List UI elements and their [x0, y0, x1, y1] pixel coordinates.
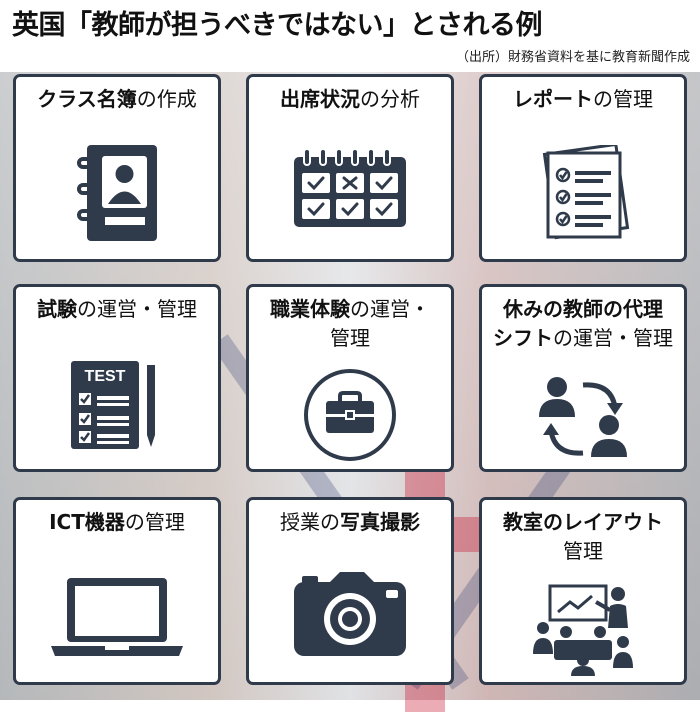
card-attendance-analysis: 出席状況の分析 — [246, 74, 454, 262]
attendance-calendar-icon — [290, 147, 410, 229]
briefcase-icon — [302, 367, 398, 463]
card-substitute-shift: 休みの教師の代理 シフトの運営・管理 — [479, 284, 687, 472]
card-work-experience: 職業体験の運営・ 管理 — [246, 284, 454, 472]
card-class-roster: クラス名簿の作成 — [13, 74, 221, 262]
card-label: 職業体験の運営・ 管理 — [270, 297, 430, 350]
card-classroom-layout: 教室のレイアウト 管理 — [479, 497, 687, 685]
test-paper-icon: TEST — [67, 359, 167, 451]
card-label: クラス名簿の作成 — [37, 87, 197, 111]
substitute-swap-icon — [533, 373, 633, 463]
card-label: ICT機器の管理 — [49, 510, 185, 534]
card-label: 授業の写真撮影 — [280, 510, 420, 534]
card-label: 試験の運営・管理 — [37, 297, 197, 321]
card-label: 休みの教師の代理 シフトの運営・管理 — [493, 297, 673, 350]
laptop-icon — [47, 574, 187, 660]
camera-icon — [290, 572, 410, 660]
report-checklist-icon — [528, 145, 638, 241]
test-label: TEST — [85, 368, 126, 385]
card-report-management: レポートの管理 — [479, 74, 687, 262]
source-note: （出所）財務省資料を基に教育新聞作成 — [455, 50, 690, 65]
classroom-meeting-icon — [528, 584, 638, 676]
address-book-icon — [69, 141, 165, 245]
card-label: 出席状況の分析 — [280, 87, 420, 111]
card-label: レポートの管理 — [513, 87, 653, 111]
page-title: 英国「教師が担うべきではない」とされる例 — [12, 10, 543, 41]
card-exam-management: 試験の運営・管理 TEST — [13, 284, 221, 472]
card-label: 教室のレイアウト 管理 — [503, 510, 663, 563]
card-class-photography: 授業の写真撮影 — [246, 497, 454, 685]
card-ict-equipment: ICT機器の管理 — [13, 497, 221, 685]
